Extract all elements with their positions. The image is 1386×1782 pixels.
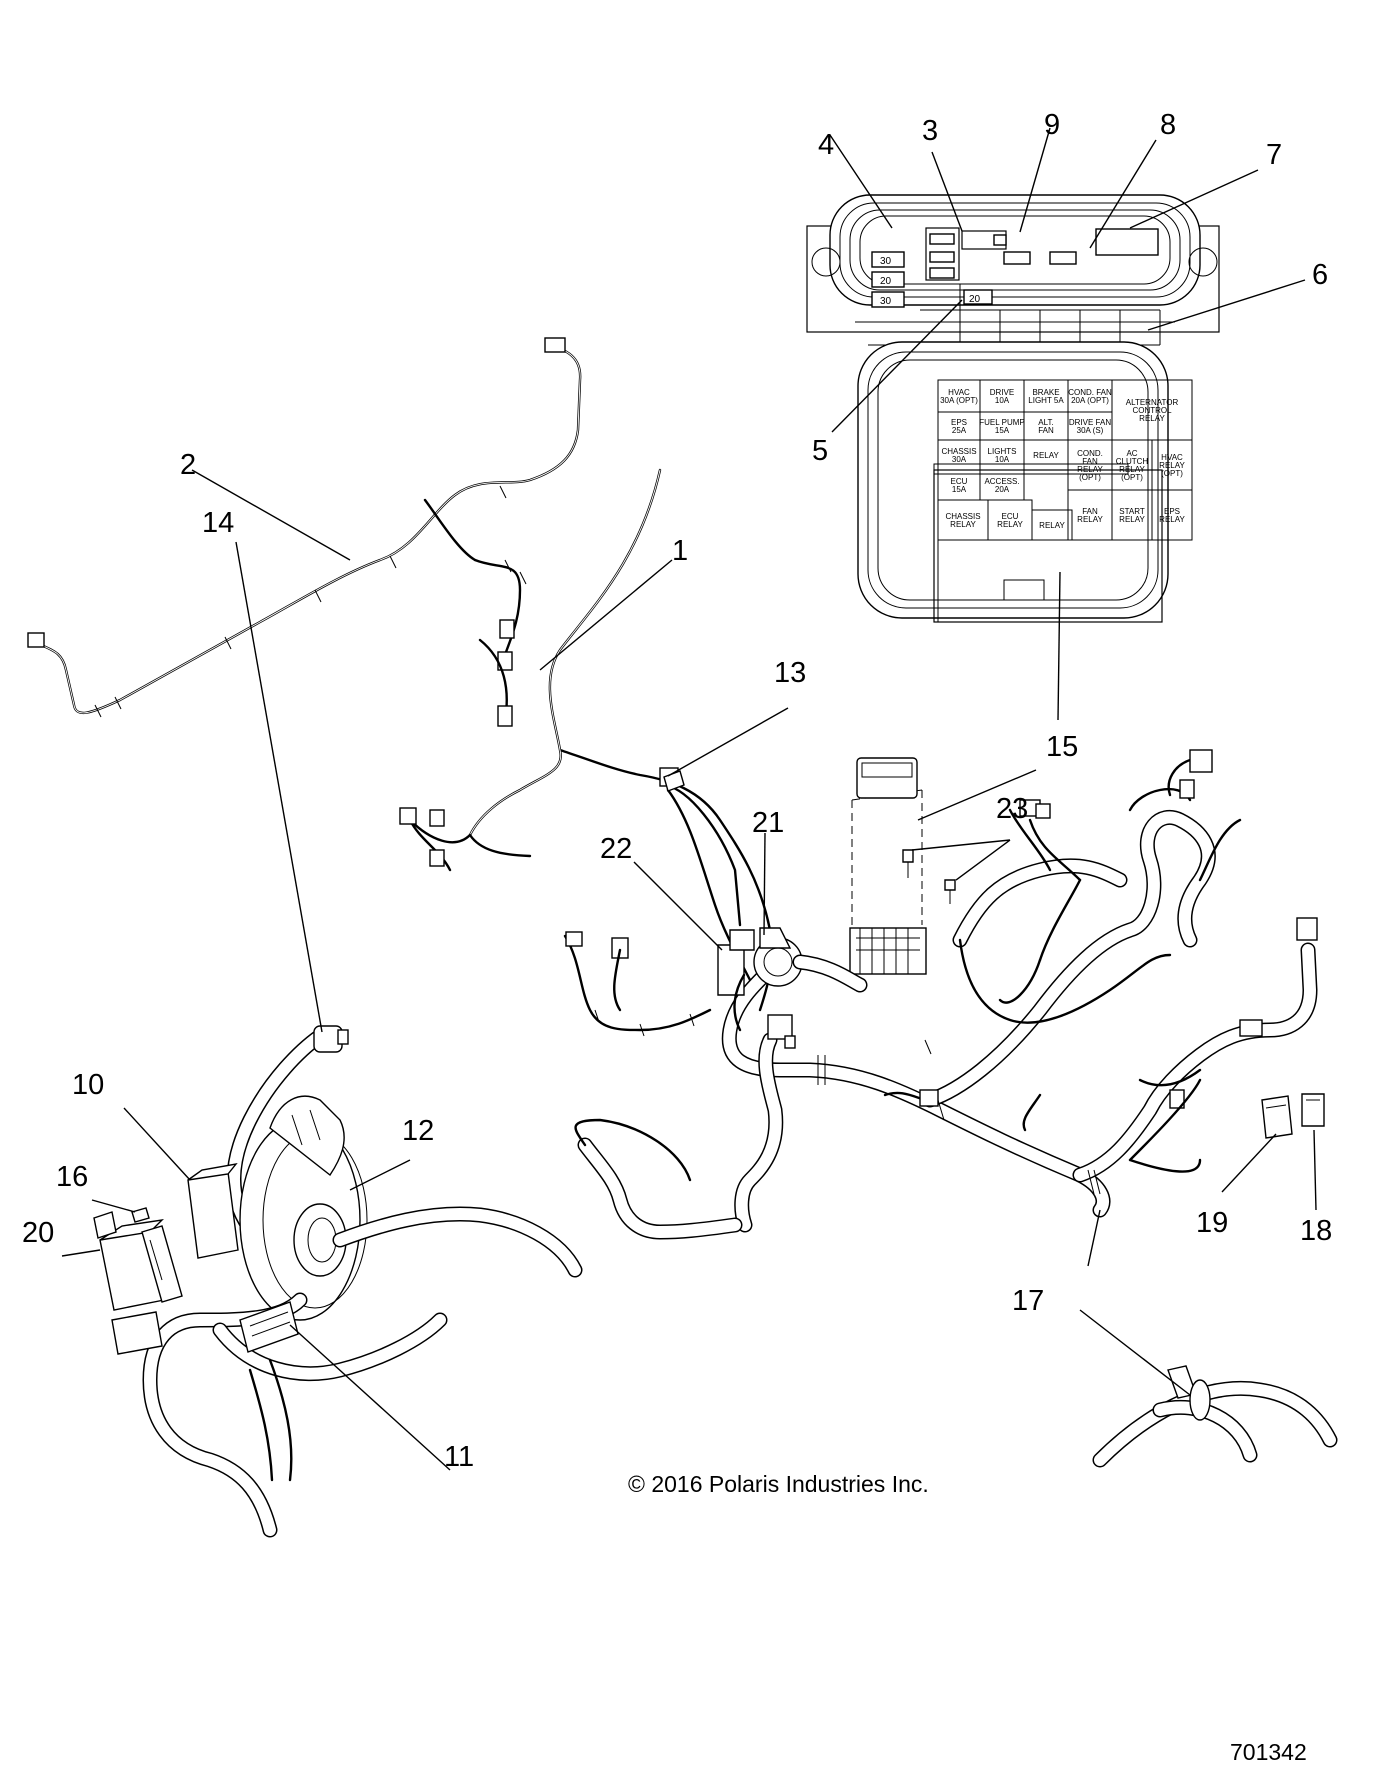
relay-cell-label: (OPT) (1079, 473, 1101, 482)
callout-13: 13 (774, 657, 806, 689)
relay-cell-label: AC (1126, 449, 1137, 458)
relay-cell-label: ALTERNATOR (1126, 398, 1179, 407)
callout-2: 2 (180, 449, 196, 481)
callout-12: 12 (402, 1115, 434, 1147)
callout-11: 11 (444, 1441, 474, 1473)
fuse-rating: 30 (880, 296, 892, 307)
callout-10: 10 (72, 1069, 104, 1101)
relay-cell-label: FAN (1082, 507, 1098, 516)
relay-cell-label: EPS (1164, 507, 1180, 516)
relay-cell-label: 20A (OPT) (1071, 396, 1109, 405)
relay-cell-label: 25A (952, 426, 967, 435)
callout-16: 16 (56, 1161, 88, 1193)
relay-cell-label: RELAY (1159, 461, 1185, 470)
callout-8: 8 (1160, 109, 1176, 141)
callout-labels: 1 2 3 4 5 6 7 8 9 10 11 12 13 14 15 15 1… (22, 109, 1332, 1473)
callout-6: 6 (1312, 259, 1328, 291)
callout-4: 4 (818, 129, 834, 161)
relay-cell-label: COND. (1077, 449, 1103, 458)
callout-1: 1 (672, 535, 688, 567)
relay-cell-label: COND. FAN (1068, 388, 1112, 397)
drawing-number: 701342 (1230, 1739, 1307, 1765)
callout-19: 19 (1196, 1207, 1228, 1239)
callout-20: 20 (22, 1217, 54, 1249)
relay-cell-label: EPS (951, 418, 967, 427)
relay-cell-label: (OPT) (1161, 469, 1183, 478)
copyright-notice: © 2016 Polaris Industries Inc. (628, 1471, 929, 1497)
callout-21: 21 (752, 807, 784, 839)
fuse-rating: 30 (880, 256, 892, 267)
relay-cell-label: CONTROL (1132, 406, 1172, 415)
relay-cell-label: FAN (1038, 426, 1054, 435)
relay-cell-label: 10A (995, 396, 1010, 405)
callout-22: 22 (600, 833, 632, 865)
relay-cell-label: 30A (S) (1077, 426, 1104, 435)
relay-cell-label: RELAY (997, 520, 1023, 529)
callout-3: 3 (922, 115, 938, 147)
relay-cell-label: ECU (951, 477, 968, 486)
relay-cell-label: RELAY (1139, 414, 1165, 423)
relay-cell-label: CHASSIS (945, 512, 980, 521)
callout-18: 18 (1300, 1215, 1332, 1247)
relay-cell-label: 10A (995, 455, 1010, 464)
relay-cell-label: CLUTCH (1116, 457, 1149, 466)
fuse-rating: 20 (969, 294, 981, 305)
relay-cell-label: RELAY (1159, 515, 1185, 524)
fuse-rating: 20 (880, 276, 892, 287)
callout-7: 7 (1266, 139, 1282, 171)
relay-cell-label: 15A (952, 485, 967, 494)
relay-cell-box (1031, 509, 1073, 541)
relay-cell-label: RELAY (1077, 515, 1103, 524)
relay-cell-label: 30A (952, 455, 967, 464)
grommet-detail (1092, 1365, 1338, 1468)
relay-cell-label: ALT. (1038, 418, 1053, 427)
relay-cell-label: ECU (1002, 512, 1019, 521)
relay-cell-label: ACCESS. (984, 477, 1019, 486)
relay-cell-label: RELAY (1039, 521, 1065, 530)
callout-23: 23 (996, 793, 1028, 825)
relay-cell-label: LIGHT 5A (1028, 396, 1064, 405)
relay-cell-label: DRIVE FAN (1069, 418, 1111, 427)
relay-cell-label: RELAY (1033, 451, 1059, 460)
fuse-box-top-view: 30 20 30 20 (806, 194, 1220, 356)
relay-cell-label: HVAC (1161, 453, 1183, 462)
relay-cell-label: RELAY (1119, 515, 1145, 524)
relay-cell-label: RELAY (1077, 465, 1103, 474)
lower-left-assembly (93, 1025, 583, 1538)
callout-5: 5 (812, 435, 828, 467)
relay-cell-box (1151, 489, 1193, 541)
callout-9: 9 (1044, 109, 1060, 141)
relay-cell-label: CHASSIS (941, 447, 976, 456)
callout-14: 14 (202, 507, 234, 539)
relay-cell-label: RELAY (1119, 465, 1145, 474)
relay-cell-label: DRIVE (990, 388, 1014, 397)
leader-lines (61, 127, 1317, 1471)
fuse-box-lid-relay-map (857, 341, 1169, 623)
relay-cell-label: LIGHTS (988, 447, 1017, 456)
relay-cell-label: RELAY (950, 520, 976, 529)
relay-cell-label: 30A (OPT) (940, 396, 978, 405)
relay-cell-label: 15A (995, 426, 1010, 435)
callout-15-lower: 15 (1046, 731, 1078, 763)
relay-cell-label: BRAKE (1032, 388, 1059, 397)
callout-17: 17 (1012, 1285, 1044, 1317)
relay-cell-label: START (1119, 507, 1145, 516)
relay-cell-label: FUEL PUMP (979, 418, 1025, 427)
harness-wires (27, 337, 1325, 1240)
relay-cell-label: HVAC (948, 388, 970, 397)
relay-cell-label: (OPT) (1121, 473, 1143, 482)
relay-cell-label: FAN (1082, 457, 1098, 466)
relay-cell-label: 20A (995, 485, 1010, 494)
